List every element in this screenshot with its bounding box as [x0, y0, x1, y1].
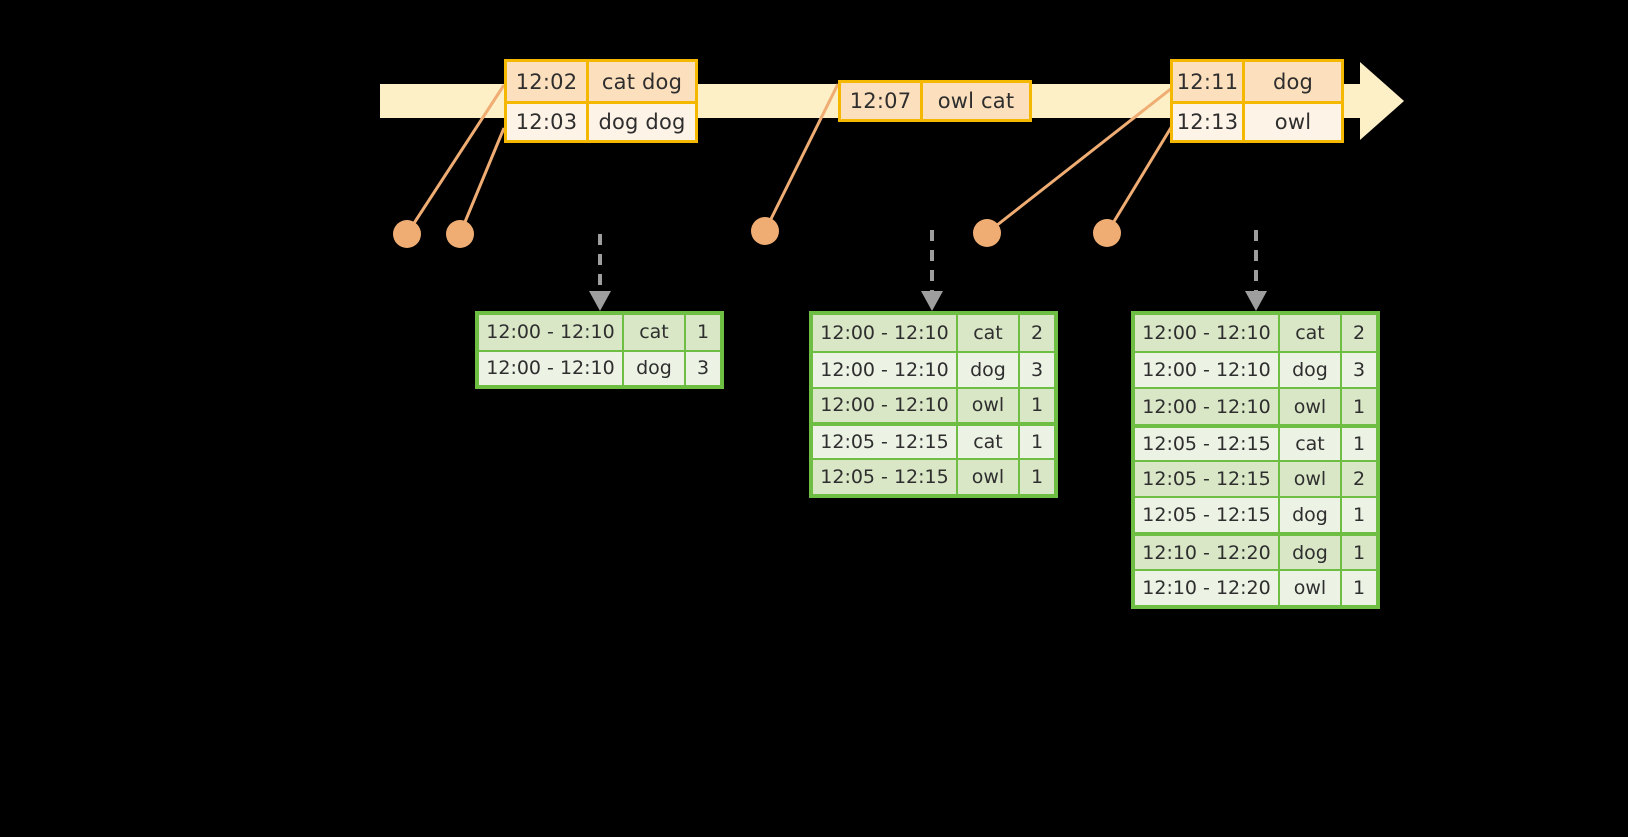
- key-cell: cat: [1280, 427, 1342, 460]
- result-arrow-1: [589, 234, 611, 311]
- table-row[interactable]: 12:05 - 12:15 dog 1: [1135, 496, 1376, 533]
- key-cell: dog: [624, 351, 686, 385]
- event-row[interactable]: 12:03 dog dog: [507, 101, 695, 140]
- event-dot-5: [1093, 219, 1121, 247]
- event-dots: [393, 217, 1121, 248]
- event-time: 12:03: [507, 104, 589, 140]
- table-row[interactable]: 12:10 - 12:20 owl 1: [1135, 568, 1376, 606]
- event-row[interactable]: 12:02 cat dog: [507, 62, 695, 101]
- event-time: 12:11: [1173, 62, 1245, 101]
- event-dot-4: [973, 219, 1001, 247]
- table-row[interactable]: 12:00 - 12:10 cat 2: [813, 315, 1054, 351]
- table-row[interactable]: 12:05 - 12:15 cat 1: [813, 422, 1054, 459]
- key-cell: dog: [1280, 498, 1342, 533]
- event-value: dog dog: [589, 104, 695, 140]
- table-row[interactable]: 12:00 - 12:10 owl 1: [813, 386, 1054, 423]
- key-cell: cat: [1280, 315, 1342, 352]
- event-value: owl cat: [923, 83, 1029, 119]
- count-cell: 1: [1342, 570, 1376, 606]
- event-dot-1: [393, 220, 421, 248]
- count-cell: 2: [1020, 315, 1054, 351]
- result-arrows: [589, 230, 1267, 311]
- leader-lines: [405, 83, 1174, 235]
- key-cell: owl: [958, 388, 1020, 423]
- result-table-2[interactable]: 12:00 - 12:10 cat 2 12:00 - 12:10 dog 3 …: [809, 311, 1058, 498]
- window-cell: 12:00 - 12:10: [813, 315, 958, 351]
- event-box-1[interactable]: 12:02 cat dog 12:03 dog dog: [504, 59, 698, 143]
- event-value: cat dog: [589, 62, 695, 101]
- window-cell: 12:05 - 12:15: [1135, 498, 1280, 533]
- result-arrow-3: [1245, 230, 1267, 311]
- count-cell: 1: [1342, 427, 1376, 460]
- key-cell: owl: [1280, 570, 1342, 606]
- window-cell: 12:10 - 12:20: [1135, 570, 1280, 606]
- event-box-2[interactable]: 12:07 owl cat: [838, 80, 1032, 122]
- event-value: dog: [1245, 62, 1341, 101]
- table-row[interactable]: 12:00 - 12:10 cat 2: [1135, 315, 1376, 352]
- event-value: owl: [1245, 104, 1341, 140]
- window-cell: 12:00 - 12:10: [813, 352, 958, 387]
- count-cell: 2: [1342, 461, 1376, 497]
- count-cell: 1: [1020, 460, 1054, 494]
- count-cell: 3: [1342, 353, 1376, 388]
- window-cell: 12:00 - 12:10: [479, 351, 624, 385]
- event-row[interactable]: 12:11 dog: [1173, 62, 1341, 101]
- window-cell: 12:05 - 12:15: [1135, 427, 1280, 460]
- count-cell: 1: [1342, 536, 1376, 569]
- key-cell: dog: [1280, 353, 1342, 388]
- table-row[interactable]: 12:05 - 12:15 owl 2: [1135, 459, 1376, 497]
- count-cell: 2: [1342, 315, 1376, 352]
- result-table-3[interactable]: 12:00 - 12:10 cat 2 12:00 - 12:10 dog 3 …: [1131, 311, 1380, 609]
- window-cell: 12:05 - 12:15: [1135, 461, 1280, 497]
- event-time: 12:13: [1173, 104, 1245, 140]
- table-row[interactable]: 12:00 - 12:10 cat 1: [479, 315, 720, 350]
- window-cell: 12:00 - 12:10: [1135, 315, 1280, 352]
- table-row[interactable]: 12:00 - 12:10 owl 1: [1135, 387, 1376, 424]
- window-cell: 12:00 - 12:10: [1135, 353, 1280, 388]
- table-row[interactable]: 12:00 - 12:10 dog 3: [479, 349, 720, 385]
- event-dot-2: [446, 220, 474, 248]
- window-cell: 12:10 - 12:20: [1135, 536, 1280, 569]
- result-table-1[interactable]: 12:00 - 12:10 cat 1 12:00 - 12:10 dog 3: [475, 311, 724, 389]
- window-cell: 12:05 - 12:15: [813, 460, 958, 494]
- count-cell: 1: [1342, 389, 1376, 424]
- count-cell: 1: [1020, 388, 1054, 423]
- key-cell: dog: [958, 352, 1020, 387]
- event-row[interactable]: 12:13 owl: [1173, 101, 1341, 140]
- table-row[interactable]: 12:05 - 12:15 cat 1: [1135, 423, 1376, 460]
- key-cell: owl: [958, 460, 1020, 494]
- table-row[interactable]: 12:00 - 12:10 dog 3: [813, 350, 1054, 387]
- key-cell: cat: [624, 315, 686, 350]
- key-cell: dog: [1280, 536, 1342, 569]
- window-cell: 12:00 - 12:10: [1135, 389, 1280, 424]
- key-cell: cat: [958, 426, 1020, 459]
- event-dot-3: [751, 217, 779, 245]
- count-cell: 1: [1020, 426, 1054, 459]
- key-cell: cat: [958, 315, 1020, 351]
- count-cell: 1: [1342, 498, 1376, 533]
- window-cell: 12:00 - 12:10: [479, 315, 624, 350]
- table-row[interactable]: 12:05 - 12:15 owl 1: [813, 458, 1054, 494]
- table-row[interactable]: 12:10 - 12:20 dog 1: [1135, 532, 1376, 569]
- count-cell: 3: [1020, 352, 1054, 387]
- event-time: 12:02: [507, 62, 589, 101]
- result-arrow-2: [921, 230, 943, 311]
- count-cell: 3: [686, 351, 720, 385]
- window-cell: 12:00 - 12:10: [813, 388, 958, 423]
- key-cell: owl: [1280, 461, 1342, 497]
- event-box-3[interactable]: 12:11 dog 12:13 owl: [1170, 59, 1344, 143]
- key-cell: owl: [1280, 389, 1342, 424]
- event-time: 12:07: [841, 83, 923, 119]
- table-row[interactable]: 12:00 - 12:10 dog 3: [1135, 351, 1376, 388]
- event-row[interactable]: 12:07 owl cat: [841, 83, 1029, 119]
- window-cell: 12:05 - 12:15: [813, 426, 958, 459]
- count-cell: 1: [686, 315, 720, 350]
